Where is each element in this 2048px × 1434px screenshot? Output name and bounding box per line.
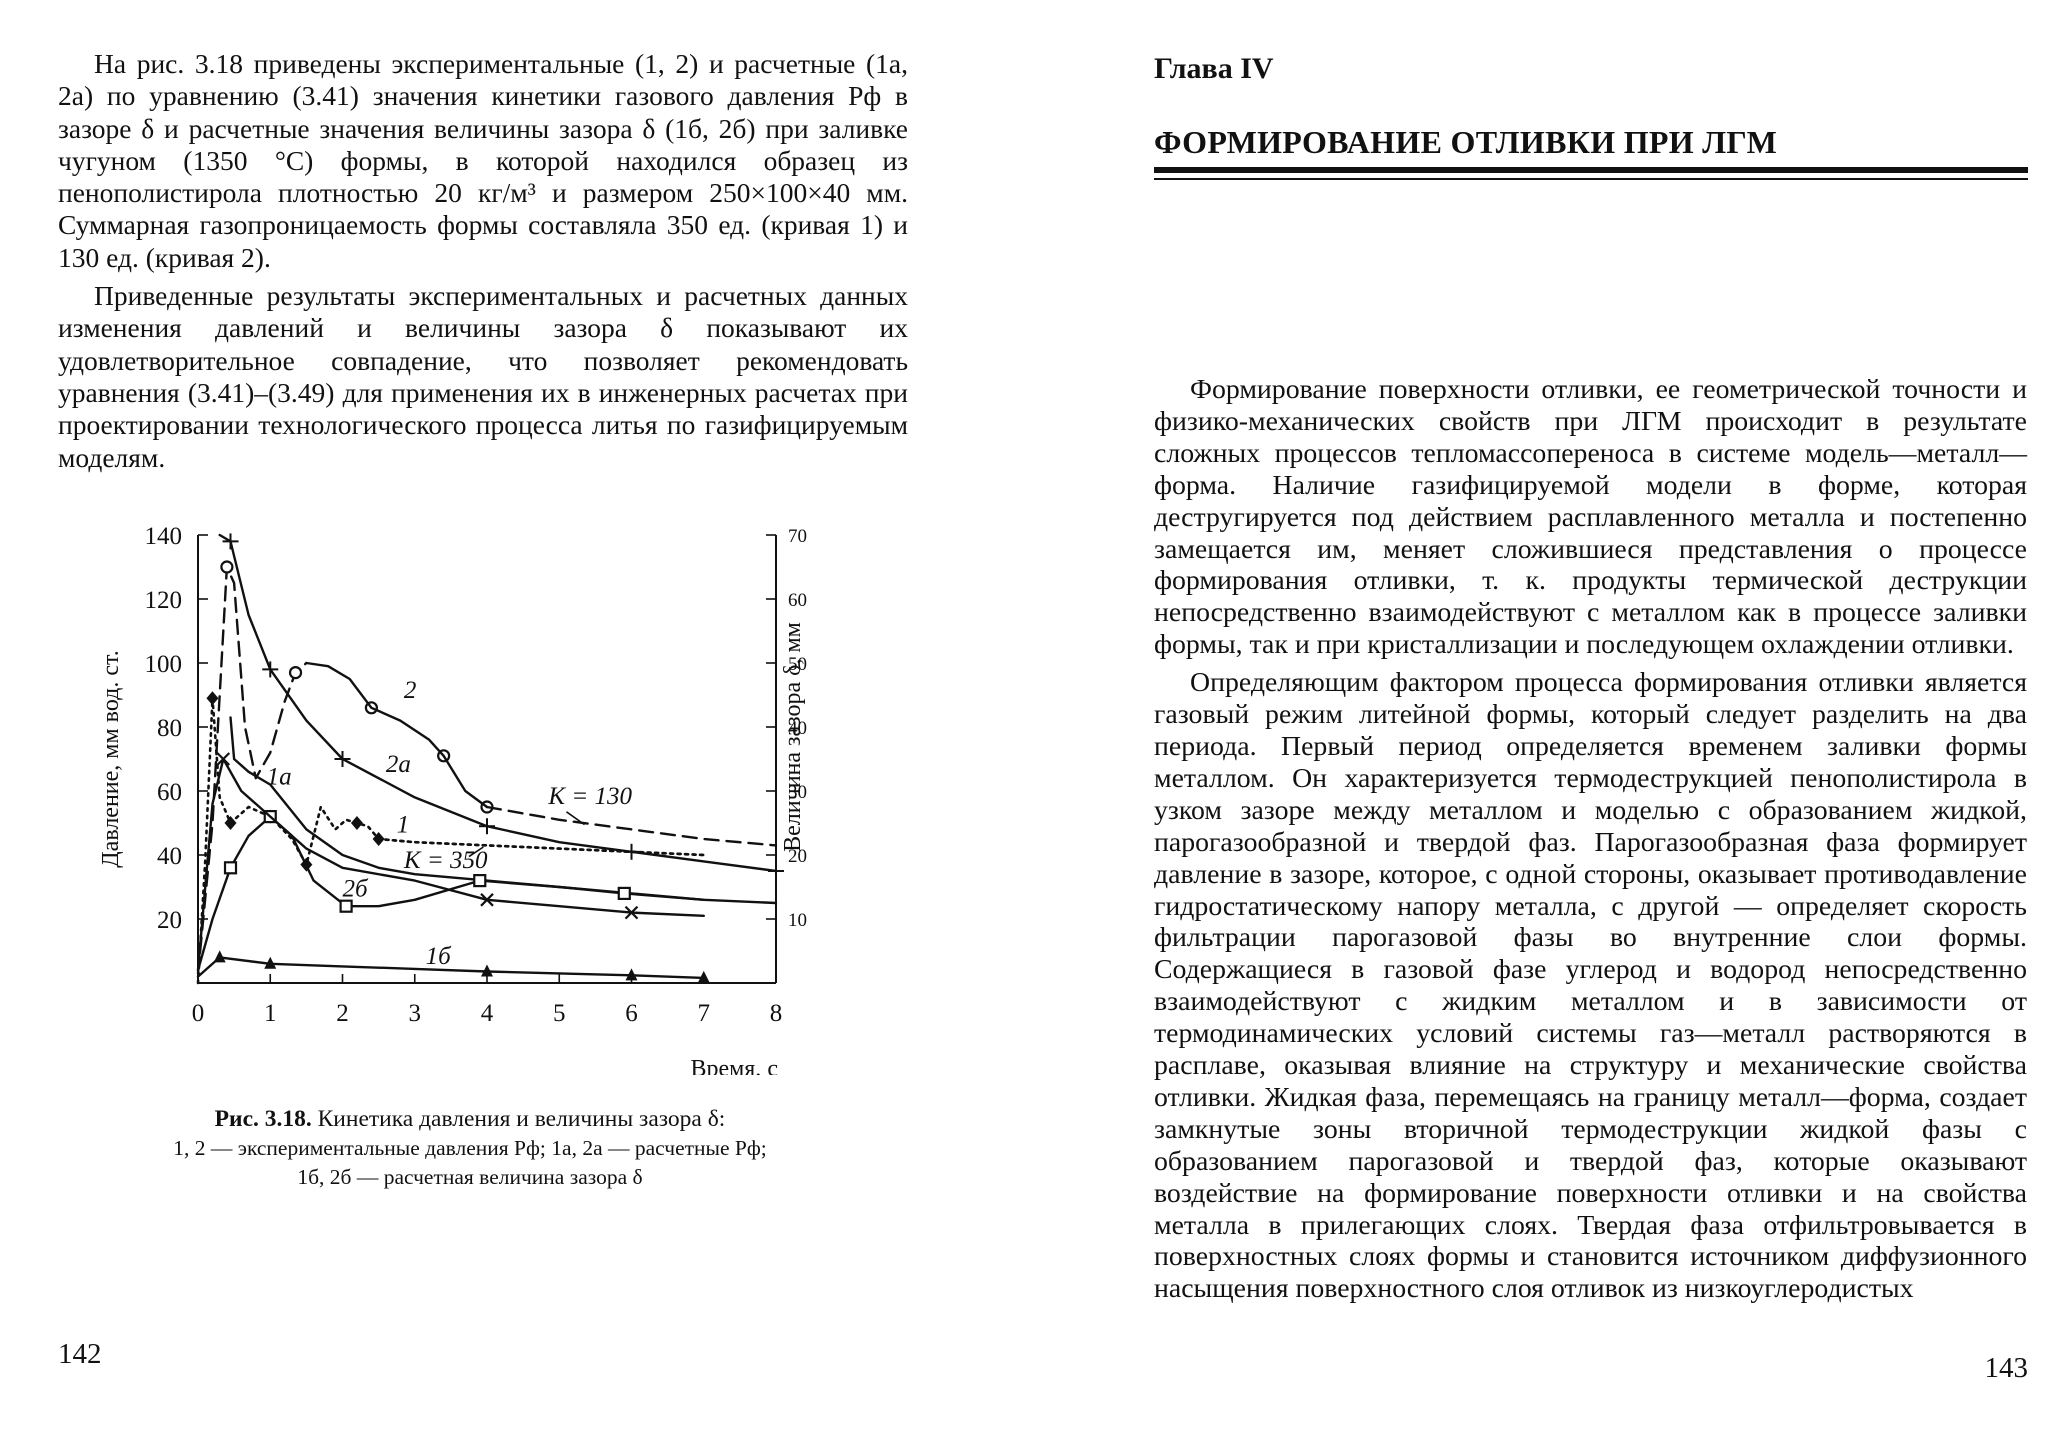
caption-line-2: 1, 2 — экспериментальные давления Pф; 1а…: [173, 1136, 767, 1160]
chapter-label: Глава IV: [1154, 52, 1274, 85]
y-tick-label: 80: [157, 715, 182, 742]
curve-label: 1б: [426, 943, 453, 970]
series-line: [196, 757, 705, 972]
y2-axis-label: Величина зазора δ, мм: [780, 622, 806, 852]
chapter-title: ФОРМИРОВАНИЕ ОТЛИВКИ ПРИ ЛГМ: [1154, 124, 1778, 160]
marker-circle: [288, 666, 303, 680]
curve-label: 2: [404, 677, 417, 704]
x-tick-label: 6: [625, 1000, 638, 1027]
x-tick-label: 2: [336, 1000, 349, 1027]
series-line: [229, 716, 778, 905]
y-tick-label: 40: [157, 843, 182, 870]
marker-x: [216, 752, 231, 766]
y-axis-label: Давление, мм вод. ст.: [98, 650, 124, 867]
caption-title: Кинетика давления и величины зазора δ:: [317, 1106, 726, 1132]
series-line: [485, 805, 778, 847]
kinetics-chart: 0 1 2 3 4 5 6 7 8 20 40 60 80 100 120 140 10 20 30 40 50 60 70…: [98, 523, 807, 1075]
marker-circle: [220, 560, 234, 574]
x-tick-label: 7: [698, 1000, 711, 1027]
y-tick-label: 100: [145, 651, 183, 678]
series-line: [196, 956, 705, 980]
y-tick-label: 60: [157, 779, 182, 806]
y2-tick-label: 30: [788, 782, 807, 803]
marker-square: [473, 874, 487, 888]
x-axis-label: Время, с: [690, 1056, 778, 1075]
x-tick-label: 3: [409, 1000, 422, 1027]
title-rule-thick: [1154, 167, 2028, 173]
curve-label: K = 130: [547, 783, 632, 810]
page-number-left: 142: [58, 1338, 102, 1370]
y2-tick-label: 60: [788, 590, 807, 611]
left-paragraph-2: Приведенные результаты экспериментальных…: [58, 280, 908, 473]
left-page: На рис. 3.18 приведены экспериментальные…: [58, 48, 908, 1370]
right-page: Глава IV ФОРМИРОВАНИЕ ОТЛИВКИ ПРИ ЛГМ Фо…: [1024, 0, 2048, 1434]
y-tick-label: 20: [157, 907, 182, 934]
x-tick-label: 1: [264, 1000, 277, 1027]
curve-label: 1а: [267, 764, 292, 791]
marker-x: [480, 893, 494, 907]
caption-label: Рис. 3.18.: [214, 1106, 312, 1132]
marker-square: [339, 899, 353, 913]
caption-line-3: 1б, 2б — расчетная величина зазора δ: [297, 1165, 643, 1189]
marker-square: [617, 886, 631, 900]
series-line: [196, 565, 308, 975]
series-line: [377, 837, 706, 857]
series-line: [305, 661, 489, 809]
marker-diamond: [224, 816, 237, 830]
figure-caption: Рис. 3.18. Кинетика давления и величины …: [100, 1105, 840, 1192]
marker-triangle: [264, 956, 277, 969]
marker-diamond: [206, 691, 219, 706]
curve-label: 2б: [343, 876, 370, 903]
y2-tick-label: 70: [788, 526, 807, 547]
k350-leader: [468, 846, 484, 858]
x-tick-label: 0: [192, 1000, 205, 1027]
left-paragraph-1: На рис. 3.18 приведены экспериментальные…: [58, 48, 908, 273]
series-line: [218, 533, 778, 873]
page-number-right: 143: [1984, 1352, 2029, 1384]
marker-triangle: [213, 950, 226, 963]
figure-3-18: 0 1 2 3 4 5 6 7 8 20 40 60 80 100 120 140 10 20 30 40 50 60 70…: [88, 505, 828, 1075]
x-tick-label: 4: [481, 1000, 494, 1027]
right-paragraph-2: Определяющим фактором процесса формирова…: [1154, 667, 2027, 1305]
y2-tick-label: 20: [788, 846, 807, 867]
marker-diamond: [350, 816, 363, 830]
left-body-text: На рис. 3.18 приведены экспериментальные…: [58, 48, 908, 474]
y-tick-label: 120: [145, 587, 183, 614]
curve-label: 2а: [386, 751, 411, 778]
x-tick-label: 8: [770, 1000, 783, 1027]
y2-tick-label: 50: [788, 654, 807, 675]
curve-label: 1: [397, 812, 410, 839]
curve-label: K = 350: [403, 847, 488, 874]
marker-triangle: [481, 964, 493, 977]
marker-triangle: [697, 970, 710, 983]
x-tick-label: 5: [553, 1000, 566, 1027]
marker-x: [624, 905, 639, 920]
marker-triangle: [625, 968, 638, 981]
y2-tick-label: 10: [788, 910, 807, 931]
y2-tick-label: 40: [788, 718, 807, 739]
right-body-text: Формирование поверхности отливки, ее гео…: [1154, 374, 2027, 1305]
title-rule-thin: [1154, 178, 2028, 180]
right-paragraph-1: Формирование поверхности отливки, ее гео…: [1154, 374, 2027, 661]
k130-leader: [566, 811, 586, 826]
y-tick-label: 140: [145, 523, 183, 550]
marker-square: [223, 861, 238, 875]
